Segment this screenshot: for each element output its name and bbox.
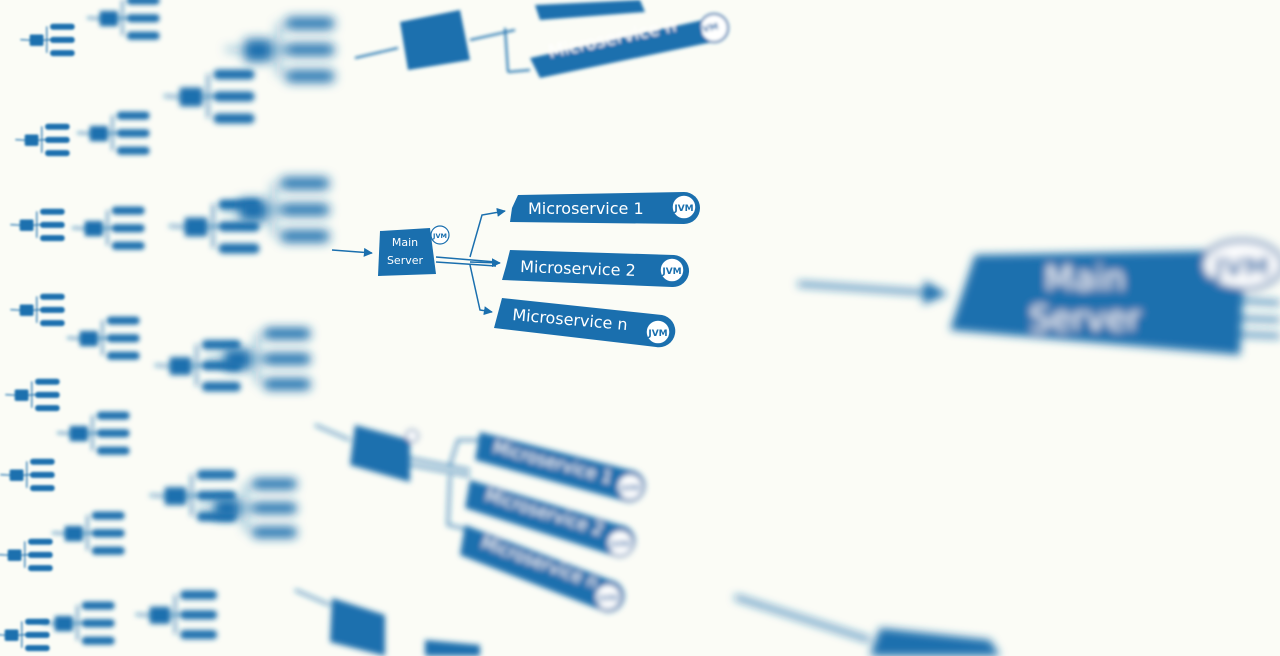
background-cluster [42, 601, 115, 645]
background-cluster [57, 411, 130, 455]
main-server-label-line1: Main [392, 236, 418, 249]
background-cluster [225, 17, 335, 83]
svg-text:JVM: JVM [597, 594, 617, 604]
microservice-1-node [510, 192, 700, 224]
background-cluster [163, 69, 255, 124]
blurred-fragments-bottom [294, 589, 480, 656]
microservice-2-jvm-badge [659, 257, 685, 283]
microservice-1-jvm-badge [671, 194, 697, 220]
microservice-2-node [502, 250, 690, 288]
microservice-n-node [494, 298, 676, 348]
blurred-fragment-bottom-right [734, 595, 1000, 656]
background-diagram-clusters [0, 0, 335, 652]
background-cluster [10, 208, 65, 242]
background-cluster [15, 123, 70, 157]
background-cluster [72, 206, 145, 250]
main-server-node [378, 228, 436, 276]
background-cluster [10, 293, 65, 327]
background-cluster [0, 618, 50, 652]
svg-text:JVM: JVM [698, 22, 720, 36]
main-server-label-line2: Server [387, 254, 424, 267]
main-diagram-cluster: Main Server JVM Microservice 1 JVM Micro… [331, 192, 700, 348]
microservice-1-jvm-text: JVM [673, 204, 693, 214]
background-cluster [0, 538, 53, 572]
background-cluster [197, 478, 297, 538]
background-cluster [168, 199, 260, 254]
svg-text:Server: Server [1029, 299, 1141, 339]
background-cluster [220, 177, 330, 243]
background-cluster [67, 316, 140, 360]
background-cluster [77, 111, 150, 155]
background-cluster [20, 23, 75, 57]
background-cluster [87, 0, 160, 40]
microservice-n-jvm-text: JVM [647, 329, 667, 339]
svg-text:JVM: JVM [609, 540, 629, 550]
blurred-main-server-large: Main Server JVM [797, 239, 1280, 355]
background-cluster [5, 378, 60, 412]
background-cluster [206, 327, 311, 391]
microservice-2-label: Microservice 2 [520, 257, 636, 280]
svg-text:JVM: JVM [619, 484, 639, 494]
microservice-2-jvm-text: JVM [661, 267, 681, 277]
main-server-jvm-text: JVM [432, 232, 447, 240]
svg-text:JVM: JVM [1212, 253, 1270, 283]
blurred-cluster-top: Microservice n JVM [354, 0, 729, 78]
microservice-1-label: Microservice 1 [528, 199, 644, 218]
microservice-n-jvm-badge [645, 319, 671, 345]
main-server-jvm-badge [430, 225, 450, 245]
background-cluster [0, 458, 55, 492]
background-cluster [52, 511, 125, 555]
blurred-cluster-lower: Microservice 1 Microservice 2 Microservi… [314, 424, 646, 613]
svg-text:Main: Main [1044, 259, 1125, 299]
background-cluster [135, 590, 218, 640]
